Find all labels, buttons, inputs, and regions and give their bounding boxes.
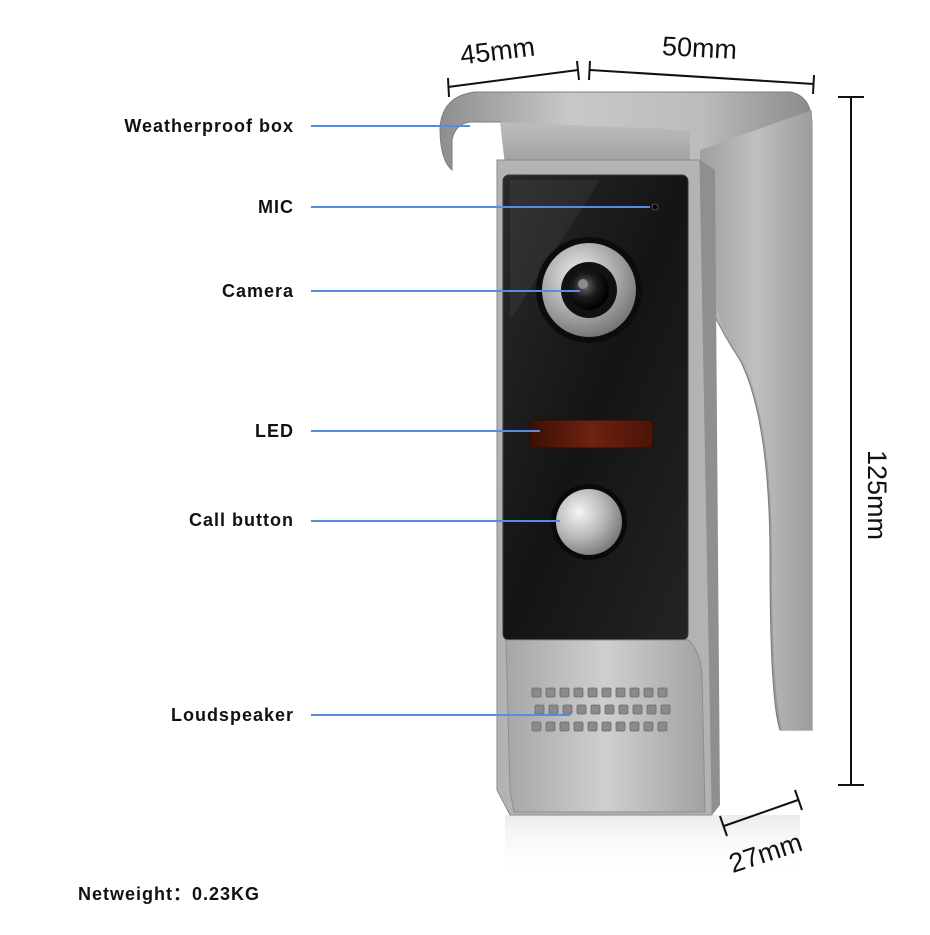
label-loudspeaker: Loudspeaker [170, 705, 294, 725]
dim-label-50mm: 50mm [661, 31, 738, 65]
body-edge [700, 160, 720, 815]
lens-glint [578, 279, 588, 289]
grille-hole [604, 704, 615, 715]
label-call-button: Call button [189, 510, 294, 530]
grille-hole [615, 721, 626, 732]
grille-hole [590, 704, 601, 715]
net-weight: Netweight：0.23KG [78, 884, 261, 904]
grille-hole [559, 687, 570, 698]
camera-lens [569, 270, 609, 310]
dim-label-125mm: 125mm [862, 449, 893, 541]
dim-line-27mm [723, 799, 799, 827]
grille-hole [559, 721, 570, 732]
grille-hole [562, 704, 573, 715]
grille-hole [629, 721, 640, 732]
grille-hole [573, 721, 584, 732]
dim-line-45mm [447, 69, 579, 88]
grille-hole [601, 687, 612, 698]
label-mic: MIC [258, 197, 294, 217]
dim-tick [588, 60, 591, 81]
grille-hole [618, 704, 629, 715]
label-camera: Camera [221, 281, 294, 301]
grille-hole [660, 704, 671, 715]
grille-hole [601, 721, 612, 732]
dim-tick [794, 789, 803, 811]
grille-hole [534, 704, 545, 715]
grille-hole [646, 704, 657, 715]
grille-hole [643, 687, 654, 698]
dim-tick [719, 815, 728, 837]
led-window [529, 419, 654, 449]
grille-hole [587, 721, 598, 732]
call-button [556, 489, 622, 555]
speaker-grille [531, 687, 671, 732]
dim-tick [576, 60, 580, 81]
grille-hole [576, 704, 587, 715]
grille-hole [632, 704, 643, 715]
grille-hole [629, 687, 640, 698]
callout-leaders [311, 125, 650, 716]
grille-hole [531, 687, 542, 698]
label-led: LED [255, 421, 294, 441]
label-weatherproof-box: Weatherproof box [124, 116, 294, 136]
grille-hole [657, 721, 668, 732]
grille-hole [545, 687, 556, 698]
grille-hole [548, 704, 559, 715]
hood-inner-top [500, 122, 690, 170]
dim-tick [812, 74, 815, 95]
grille-hole [615, 687, 626, 698]
grille-hole [545, 721, 556, 732]
dimension-lines [447, 60, 864, 837]
mic-hole [651, 203, 659, 211]
grille-hole [531, 721, 542, 732]
grille-hole [643, 721, 654, 732]
grille-hole [587, 687, 598, 698]
hood-side-surface [700, 110, 812, 730]
grille-hole [573, 687, 584, 698]
dim-line-50mm [589, 69, 815, 85]
dim-tick [447, 77, 450, 98]
grille-hole [657, 687, 668, 698]
